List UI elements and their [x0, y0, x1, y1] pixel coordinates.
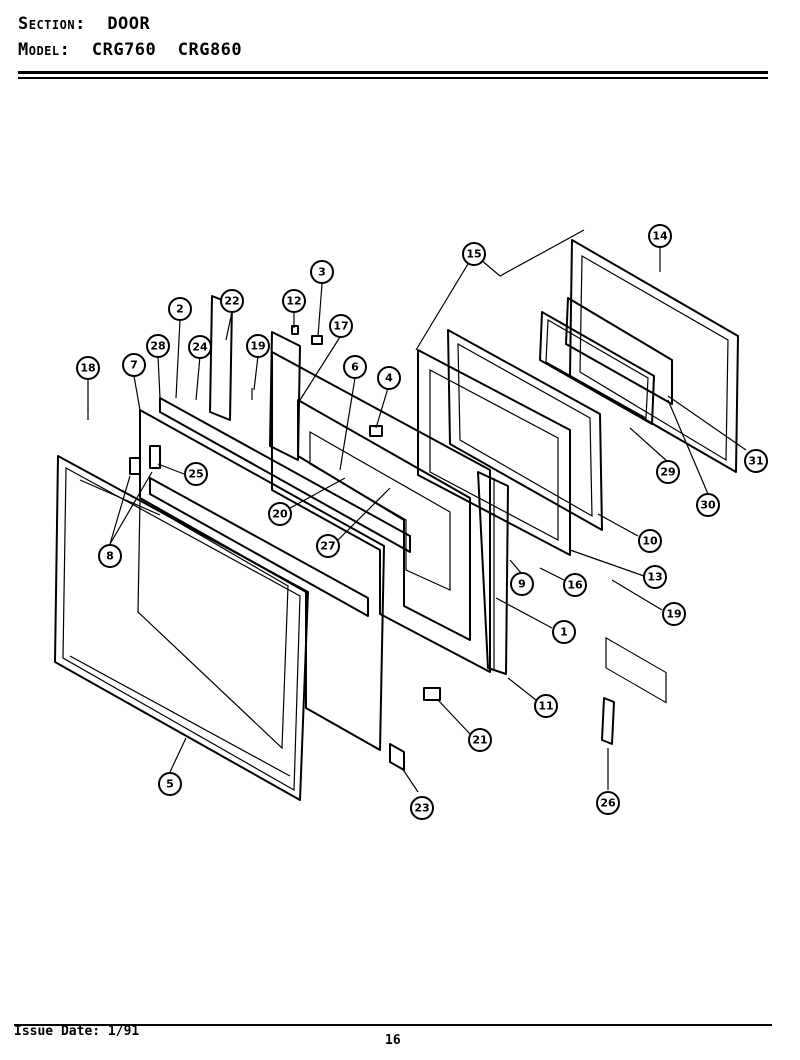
section-value: DOOR	[107, 14, 151, 34]
callout-14-label: 14	[652, 230, 668, 243]
callout-10-label: 10	[642, 535, 658, 548]
callout-7-label: 7	[130, 359, 138, 372]
callout-11: 11	[534, 694, 558, 718]
model-heading: Model: CRG760 CRG860	[18, 40, 242, 60]
callout-6-label: 6	[351, 361, 359, 374]
callout-14: 14	[648, 224, 672, 248]
callout-9: 9	[510, 572, 534, 596]
callout-30: 30	[696, 493, 720, 517]
callout-21: 21	[468, 728, 492, 752]
part-insulation-box	[447, 329, 603, 531]
callout-24-label: 24	[192, 341, 208, 354]
callout-23: 23	[410, 796, 434, 820]
callout-13: 13	[643, 565, 667, 589]
model-values: CRG760 CRG860	[91, 40, 243, 60]
callout-19-upper-label: 19	[250, 340, 265, 353]
callout-28: 28	[146, 334, 170, 358]
callout-1: 1	[552, 620, 576, 644]
callout-2-label: 2	[176, 303, 184, 316]
callout-4-label: 4	[385, 372, 393, 385]
callout-27-label: 27	[320, 540, 335, 553]
part-trim-strip	[159, 397, 411, 553]
callout-25: 25	[184, 462, 208, 486]
callout-28-label: 28	[150, 340, 165, 353]
callout-22: 22	[220, 289, 244, 313]
callout-7: 7	[122, 353, 146, 377]
section-heading: Section: DOOR	[18, 14, 150, 34]
callout-2: 2	[168, 297, 192, 321]
callout-8-label: 8	[106, 550, 114, 563]
callout-5-label: 5	[166, 778, 174, 791]
footer-rule	[14, 1024, 772, 1026]
callout-16: 16	[563, 573, 587, 597]
part-inner-glass	[539, 311, 655, 425]
page-number: 16	[385, 1033, 401, 1048]
model-label: Model:	[18, 40, 71, 60]
callout-4: 4	[377, 366, 401, 390]
callout-5: 5	[158, 772, 182, 796]
callout-16-label: 16	[567, 579, 583, 592]
callout-23-label: 23	[414, 802, 429, 815]
callout-17: 17	[329, 314, 353, 338]
callout-29: 29	[656, 460, 680, 484]
callout-11-label: 11	[538, 700, 553, 713]
callout-19-lower-label: 19	[666, 608, 681, 621]
part-gasket-frame	[417, 349, 571, 556]
callout-26-label: 26	[600, 797, 616, 810]
callout-30-label: 30	[700, 499, 716, 512]
callout-12: 12	[282, 289, 306, 313]
header-rule-thin	[18, 77, 768, 79]
callout-27: 27	[316, 534, 340, 558]
part-glass-panel	[139, 409, 385, 751]
callout-9-label: 9	[518, 578, 526, 591]
part-inner-door-liner	[271, 351, 491, 673]
callout-26: 26	[596, 791, 620, 815]
callout-24: 24	[188, 335, 212, 359]
part-door-back-panel	[569, 239, 739, 704]
callout-20-label: 20	[272, 508, 288, 521]
callout-21-label: 21	[472, 734, 487, 747]
callout-31: 31	[744, 449, 768, 473]
part-hinge-channel	[477, 471, 509, 675]
callout-13-label: 13	[647, 571, 662, 584]
callout-18-label: 18	[80, 362, 95, 375]
callout-18: 18	[76, 356, 100, 380]
callout-12-label: 12	[286, 295, 301, 308]
callout-8: 8	[98, 544, 122, 568]
callout-29-label: 29	[660, 466, 675, 479]
callout-20: 20	[268, 502, 292, 526]
callout-10: 10	[638, 529, 662, 553]
callout-1-label: 1	[560, 626, 568, 639]
callout-31-label: 31	[748, 455, 763, 468]
callout-17-label: 17	[333, 320, 348, 333]
callout-3: 3	[310, 260, 334, 284]
section-label: Section:	[18, 14, 86, 34]
callout-15-label: 15	[466, 248, 481, 261]
issue-date: Issue Date: 1/91	[14, 1024, 140, 1039]
leader-lines	[87, 229, 747, 793]
callout-15: 15	[462, 242, 486, 266]
callout-22-label: 22	[224, 295, 239, 308]
callout-19-lower: 19	[662, 602, 686, 626]
callout-25-label: 25	[188, 468, 203, 481]
callout-6: 6	[343, 355, 367, 379]
part-glass-retainer	[565, 297, 673, 405]
callout-19-upper: 19	[246, 334, 270, 358]
header-rule-thick	[18, 71, 768, 74]
callout-3-label: 3	[318, 266, 326, 279]
